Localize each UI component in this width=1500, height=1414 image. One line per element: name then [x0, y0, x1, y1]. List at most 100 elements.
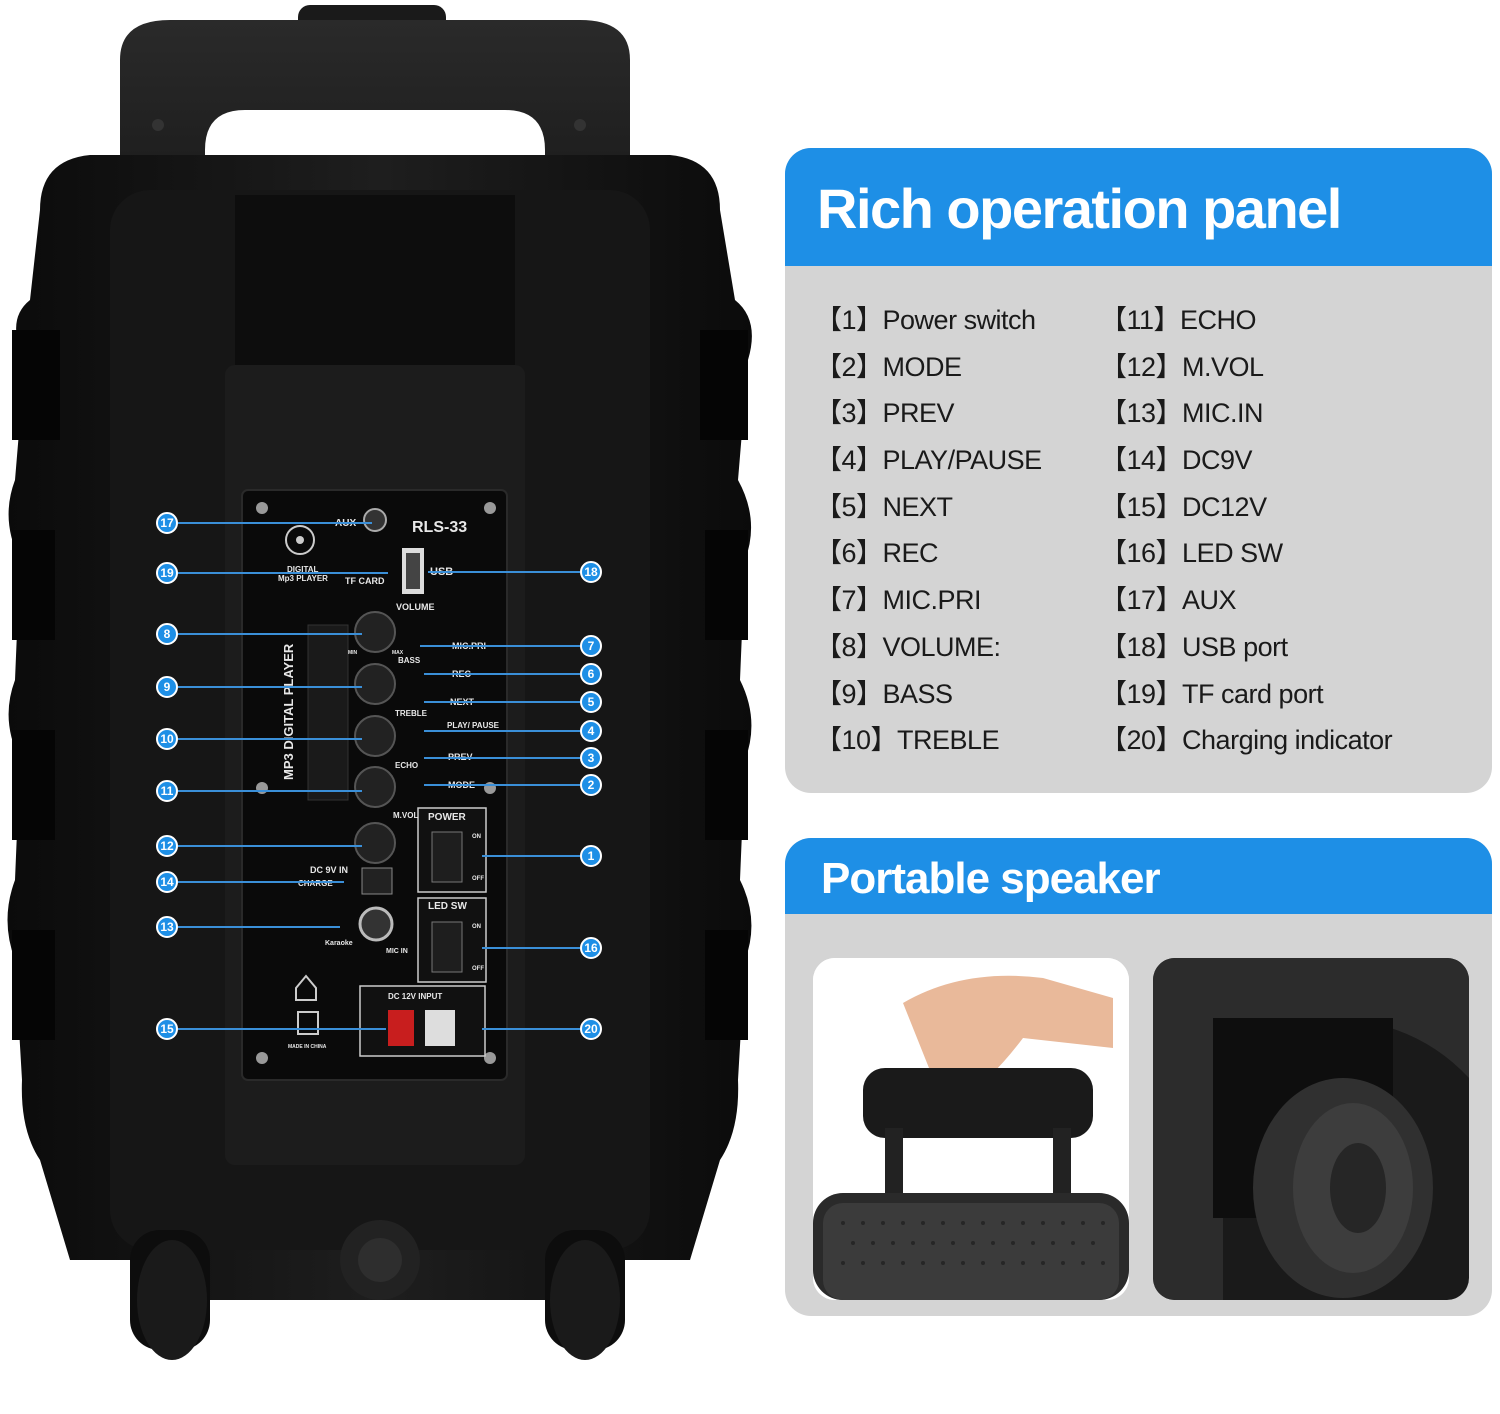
feature-number: 【6】: [815, 538, 883, 569]
feature-number: 【2】: [815, 351, 883, 382]
feature-number: 【4】: [815, 445, 883, 476]
feature-item: 【1】Power switch: [815, 298, 1042, 345]
feature-item: 【14】DC9V: [1100, 438, 1392, 485]
karaoke-label: Karaoke: [325, 940, 353, 947]
side-text-label: MP3 DIGITAL PLAYER: [281, 643, 296, 780]
feature-number: 【17】: [1100, 585, 1183, 616]
callout-5: 5: [580, 691, 602, 713]
wheel-photo-art: [1153, 958, 1469, 1300]
portable-speaker-header: Portable speaker: [785, 838, 1492, 914]
operation-panel-header: Rich operation panel: [785, 148, 1492, 266]
feature-number: 【15】: [1100, 491, 1183, 522]
power-label: POWER: [428, 812, 467, 823]
feature-number: 【14】: [1100, 445, 1183, 476]
feature-number: 【5】: [815, 491, 883, 522]
portable-speaker-card: Portable speaker: [785, 838, 1492, 1316]
volume-label: VOLUME: [396, 602, 435, 612]
feature-item: 【7】MIC.PRI: [815, 578, 1042, 625]
callout-9: 9: [156, 676, 178, 698]
feature-number: 【11】: [1100, 305, 1181, 335]
feature-column-right: 【11】ECHO【12】M.VOL【13】MIC.IN【14】DC9V【15】D…: [1100, 298, 1393, 765]
callout-19: 19: [156, 562, 178, 584]
feature-label: PREV: [882, 398, 955, 429]
volume-max-label: MAX: [392, 650, 404, 656]
treble-label: TREBLE: [395, 709, 428, 718]
feature-label: AUX: [1182, 585, 1237, 616]
feature-item: 【5】NEXT: [815, 485, 1042, 532]
callout-16: 16: [580, 937, 602, 959]
feature-label: PLAY/PAUSE: [882, 445, 1043, 476]
callout-17: 17: [156, 512, 178, 534]
callout-6: 6: [580, 663, 602, 685]
operation-panel-title: Rich operation panel: [817, 177, 1342, 240]
callout-leader-lines: [178, 522, 580, 1030]
feature-item: 【6】REC: [815, 531, 1042, 578]
mp3-player-label: Mp3 PLAYER: [278, 574, 328, 583]
callout-18: 18: [580, 561, 602, 583]
feature-number: 【10】: [815, 725, 898, 756]
feature-item: 【2】MODE: [815, 345, 1042, 392]
control-panel-plate: [241, 489, 508, 1081]
callout-1: 1: [580, 845, 602, 867]
feature-number: 【3】: [815, 398, 883, 429]
callout-2: 2: [580, 774, 602, 796]
wheels: [130, 1220, 625, 1360]
portable-speaker-title: Portable speaker: [821, 854, 1161, 903]
feature-item: 【18】USB port: [1100, 625, 1392, 672]
feature-number: 【16】: [1100, 538, 1183, 569]
feature-number: 【12】: [1100, 351, 1183, 382]
feature-label: NEXT: [882, 491, 954, 522]
feature-item: 【13】MIC.IN: [1100, 391, 1392, 438]
charge-label: CHARGE: [298, 879, 333, 888]
feature-item: 【19】TF card port: [1100, 672, 1392, 719]
feature-item: 【17】AUX: [1100, 578, 1392, 625]
power-off-label: OFF: [472, 876, 484, 882]
feature-item: 【16】LED SW: [1100, 531, 1392, 578]
feature-label: TREBLE: [897, 725, 1000, 756]
dc12v-input-label: DC 12V INPUT: [388, 992, 442, 1001]
feature-item: 【20】Charging indicator: [1100, 718, 1393, 765]
play-pause-label: PLAY/ PAUSE: [447, 721, 500, 730]
model-label: RLS-33: [412, 519, 467, 536]
feature-label: DC9V: [1182, 445, 1253, 476]
feature-item: 【10】TREBLE: [815, 718, 1042, 765]
callout-12: 12: [156, 835, 178, 857]
feature-item: 【15】DC12V: [1100, 485, 1392, 532]
led-on-label: ON: [472, 924, 481, 930]
feature-item: 【3】PREV: [815, 391, 1042, 438]
power-on-label: ON: [472, 834, 481, 840]
feature-label: LED SW: [1182, 538, 1283, 569]
trolley-handle: [120, 5, 630, 330]
feature-label: M.VOL: [1182, 351, 1264, 382]
feature-item: 【11】ECHO: [1100, 298, 1392, 345]
callout-3: 3: [580, 747, 602, 769]
panel-printed-labels: RLS-33 AUX USB TF CARD DIGITAL Mp3 PLAYE…: [278, 518, 500, 1050]
operation-panel-card: Rich operation panel 【1】Power switch【2】M…: [785, 148, 1492, 793]
feature-number: 【20】: [1100, 725, 1183, 756]
feature-label: Power switch: [882, 305, 1037, 335]
feature-number: 【8】: [815, 631, 883, 662]
mic-in-label: MIC IN: [386, 948, 408, 955]
callout-10: 10: [156, 728, 178, 750]
dc9v-in-label: DC 9V IN: [310, 865, 348, 875]
feature-label: Charging indicator: [1182, 725, 1393, 756]
digital-label: DIGITAL: [287, 565, 319, 574]
callout-20: 20: [580, 1018, 602, 1040]
callout-15: 15: [156, 1018, 178, 1040]
callout-7: 7: [580, 635, 602, 657]
led-sw-label: LED SW: [428, 901, 467, 912]
feature-label: DC12V: [1182, 491, 1267, 522]
callout-11: 11: [156, 780, 178, 802]
mvol-label: M.VOL: [393, 811, 418, 820]
feature-item: 【12】M.VOL: [1100, 345, 1392, 392]
callout-4: 4: [580, 720, 602, 742]
feature-label: REC: [882, 538, 939, 569]
feature-label: TF card port: [1182, 678, 1324, 709]
volume-min-label: MIN: [348, 650, 358, 656]
callout-8: 8: [156, 623, 178, 645]
feature-number: 【18】: [1100, 631, 1183, 662]
feature-label: MIC.PRI: [882, 585, 982, 616]
callout-14: 14: [156, 871, 178, 893]
bass-label: BASS: [398, 656, 421, 665]
feature-item: 【4】PLAY/PAUSE: [815, 438, 1042, 485]
